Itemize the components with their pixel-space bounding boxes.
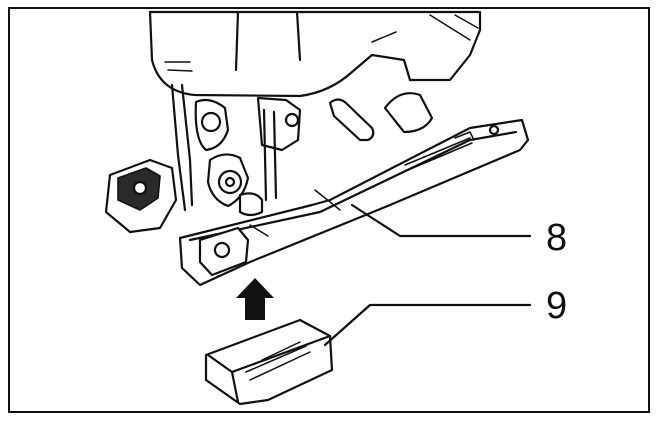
bevel-lever bbox=[328, 92, 434, 142]
front-roller-block bbox=[104, 158, 178, 234]
base-leader-line bbox=[350, 203, 532, 238]
callout-8: 8 bbox=[546, 217, 567, 259]
callout-9: 9 bbox=[546, 285, 567, 327]
blade-roller-assembly bbox=[170, 83, 302, 217]
shoe-cover bbox=[204, 318, 334, 406]
up-arrow-icon bbox=[236, 278, 274, 320]
shoe-cover-leader-line bbox=[323, 303, 532, 347]
jigsaw-body bbox=[148, 10, 482, 98]
base-plate bbox=[178, 118, 530, 287]
